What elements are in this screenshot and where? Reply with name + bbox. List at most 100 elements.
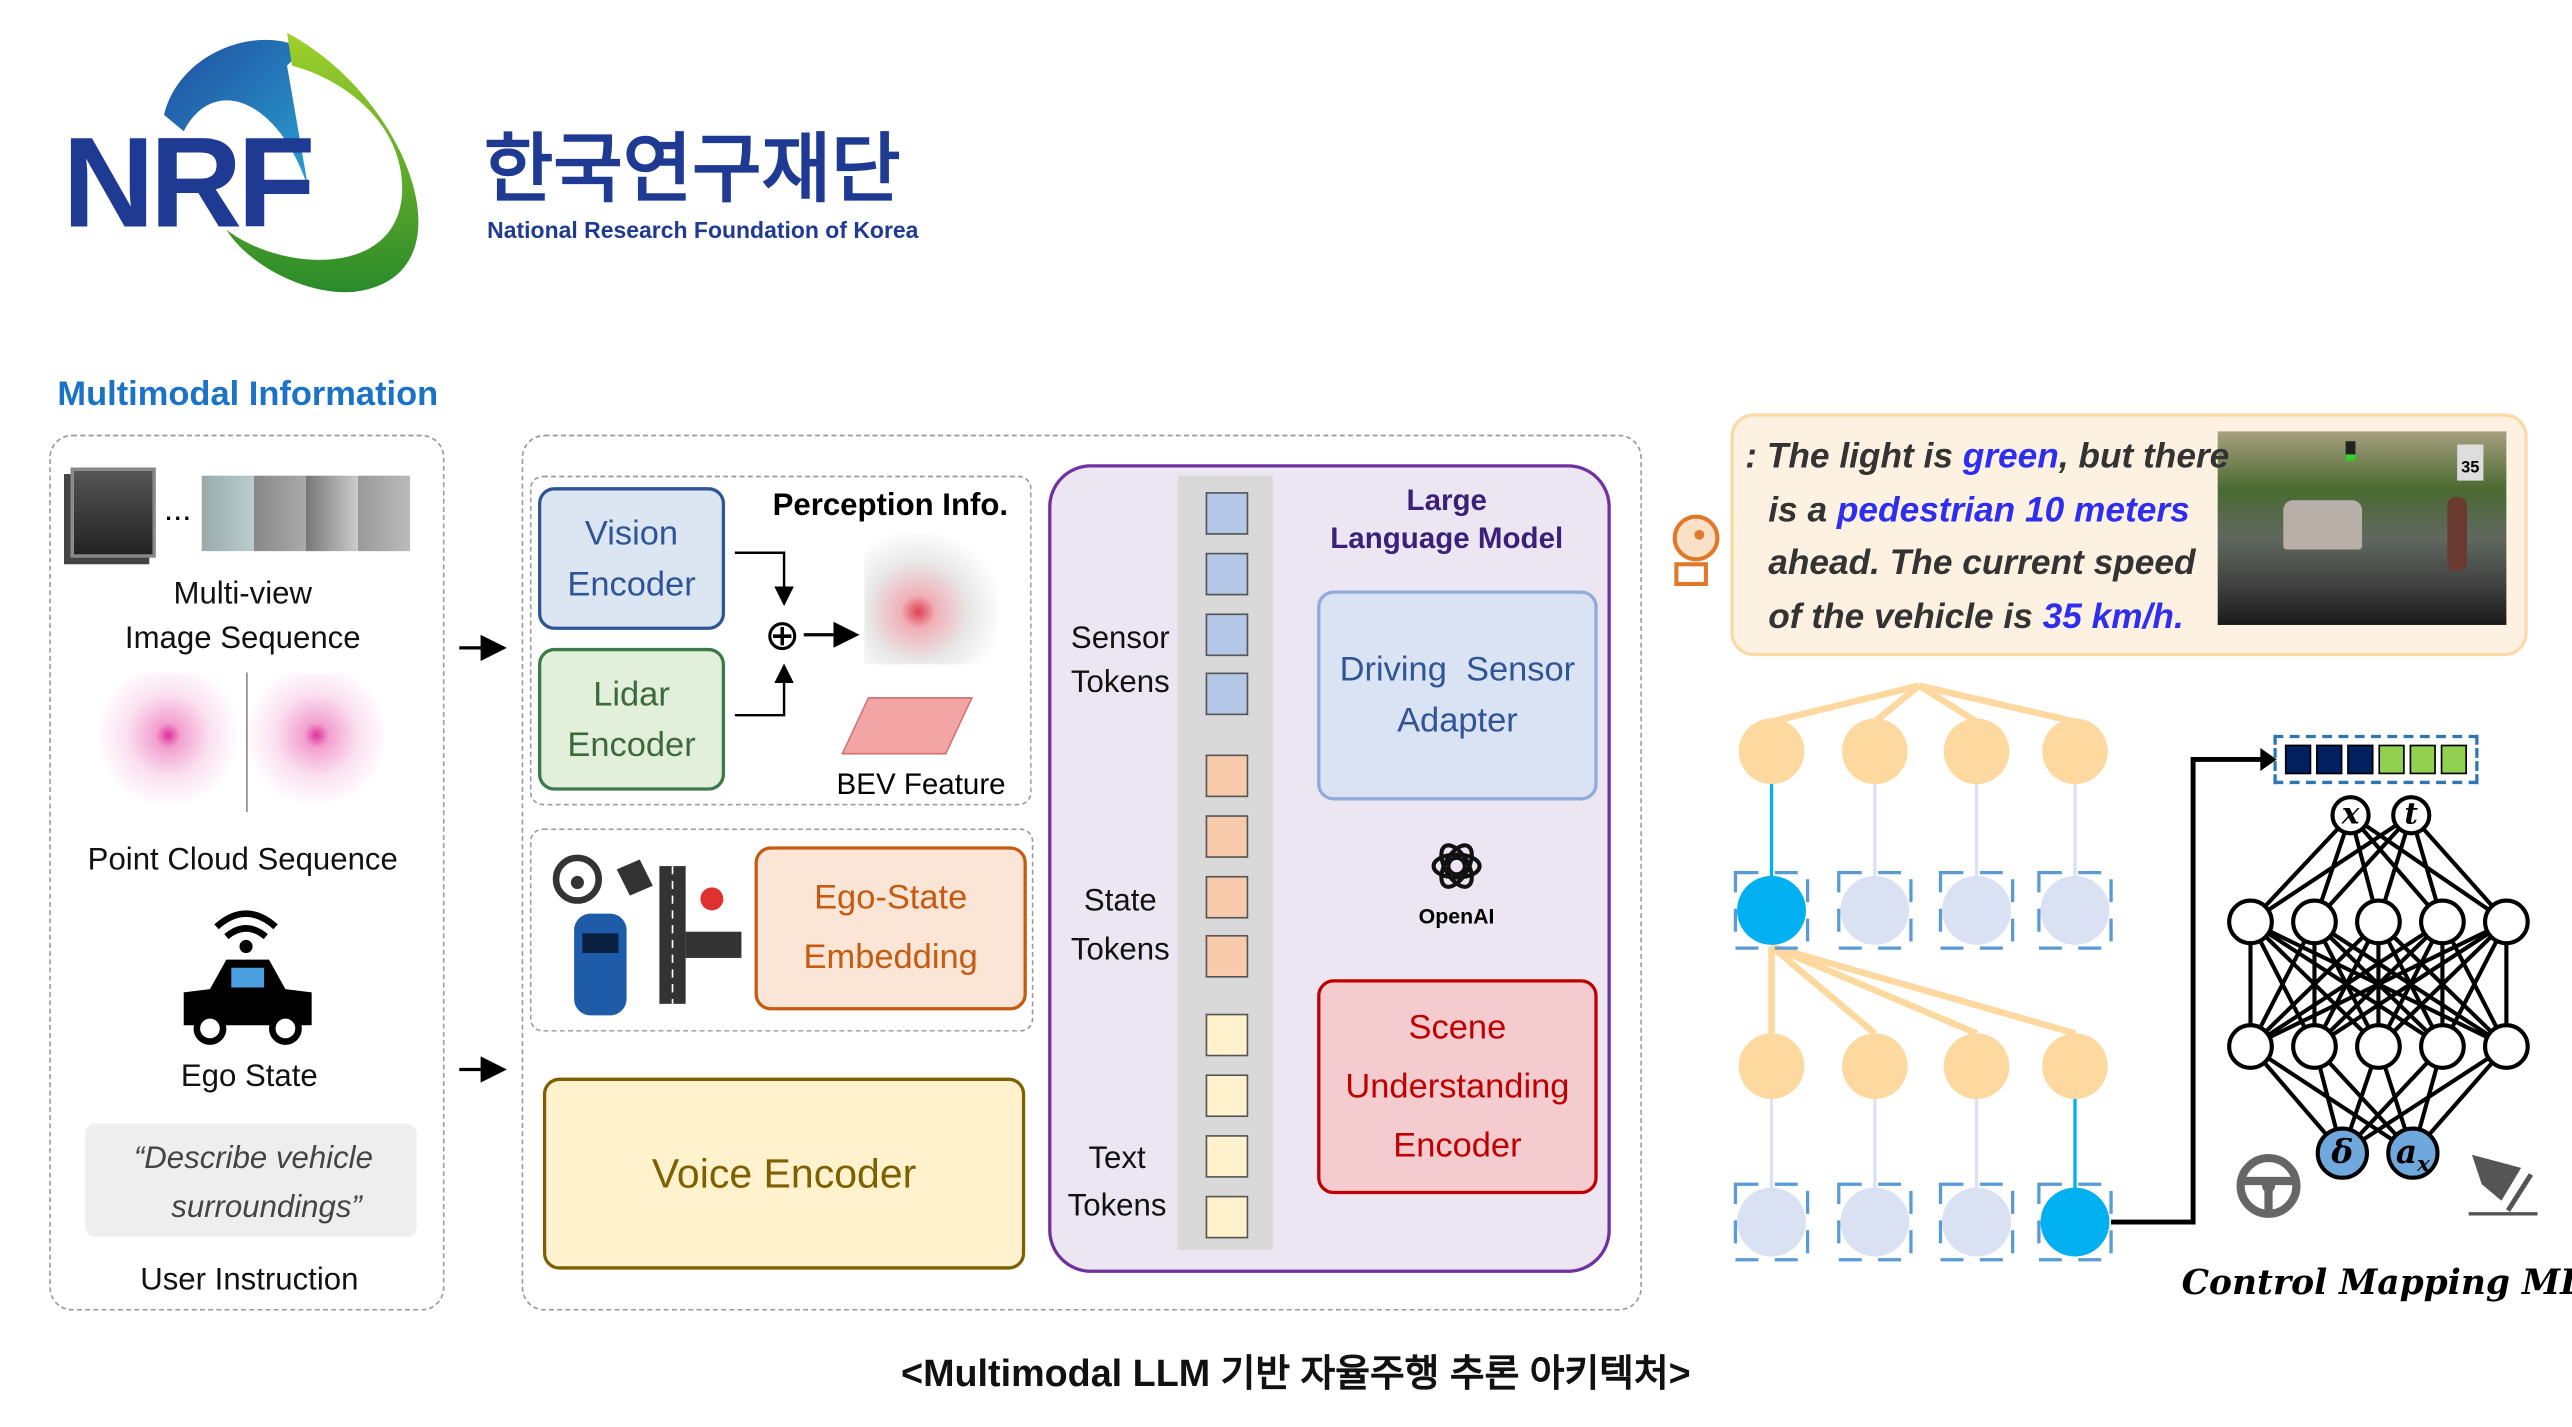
response-text-part: , but there [2058, 436, 2230, 476]
sensor-token [1205, 613, 1249, 657]
response-line: of the vehicle is 35 km/h. [1745, 590, 2221, 643]
orange-node [1842, 1033, 1908, 1100]
candidate-node [1737, 1187, 1806, 1257]
encoders-panel [521, 434, 1642, 1311]
llm-title: Language Model [1330, 521, 1564, 555]
tree-edge [1770, 682, 1920, 725]
state-token [1205, 875, 1249, 919]
tree-edge [1872, 683, 1922, 725]
highlight-pedestrian: pedestrian 10 meters [1836, 489, 2190, 529]
mlp-edge [2313, 920, 2508, 1049]
logo-english-name: National Research Foundation of Korea [487, 216, 919, 243]
dashed-node-frame [2037, 1182, 2113, 1262]
instruction-text-1: “Describe vehicle [133, 1141, 373, 1177]
mlp-edge [2249, 1044, 2415, 1155]
token-column [1177, 475, 1273, 1250]
mlp-output-node [2386, 1126, 2440, 1180]
inputs-panel [49, 434, 445, 1311]
steering-wheel-icon [552, 854, 602, 904]
connector-line [2111, 756, 2264, 1225]
mlp-hidden-node [2355, 898, 2402, 946]
candidate-node [1840, 1187, 1910, 1257]
sensor-token [1205, 552, 1249, 596]
ego-state-label: Ego State [180, 1059, 318, 1095]
speed-limit-sign: 35 [2457, 444, 2484, 481]
perception-point-cloud-image [864, 533, 999, 665]
mlp-title: Control Mapping MLP [2181, 1261, 2572, 1303]
candidate-node [2040, 875, 2110, 945]
image-label-1: Multi-view [173, 577, 313, 612]
road-map-icon [659, 866, 742, 1004]
pedal-icon [616, 859, 653, 896]
mlp-output-node [2315, 1126, 2370, 1180]
mlp-edge [2249, 920, 2444, 1049]
sensor-token [1205, 672, 1249, 716]
dashed-node-frame [1938, 1182, 2015, 1262]
lead-car [2283, 500, 2363, 550]
mlp-hidden-node [2291, 1023, 2338, 1070]
dashed-node-frame [1733, 870, 1810, 950]
text-token [1205, 1013, 1249, 1057]
mlp-edge [2249, 920, 2508, 1049]
accel-subscript: x [2417, 1153, 2430, 1178]
nrf-swoosh-logo [164, 32, 419, 293]
driving-scene-image: 35 [2217, 431, 2507, 625]
ego-group [529, 828, 1034, 1032]
lidar-encoder: Lidar Encoder [538, 647, 726, 791]
mlp-hidden-node [2483, 1023, 2530, 1070]
section-title: Multimodal Information [57, 375, 439, 414]
candidate-node [1840, 875, 1910, 945]
openai-label: OpenAI [1418, 903, 1495, 929]
ego-state-embedding: Ego-State Embedding [754, 846, 1027, 1011]
instruction-box [85, 1123, 417, 1237]
response-line: is a pedestrian 10 meters [1745, 483, 2221, 536]
arrowhead-icon [2260, 747, 2277, 771]
response-line: : The light is green, but there [1745, 430, 2229, 483]
mlp-input-node [2391, 795, 2432, 836]
robot-head-icon [1672, 514, 1720, 586]
ellipsis: ... [164, 492, 192, 529]
text-token [1205, 1135, 1249, 1178]
candidate-node [1942, 875, 2012, 945]
instruction-text-2: surroundings” [171, 1190, 362, 1226]
output-token [2284, 744, 2312, 775]
orange-node [2042, 1033, 2108, 1100]
car-top-view-icon [574, 913, 627, 1016]
mlp-hidden-node [2291, 898, 2338, 946]
perception-group [529, 475, 1032, 806]
state-token [1205, 815, 1249, 858]
logo-korean-name: 한국연구재단 [483, 126, 901, 212]
text-tokens-label: Tokens [1067, 1189, 1167, 1224]
accelerator-pedal-icon [2468, 1154, 2538, 1216]
mlp-input-node [2330, 795, 2371, 836]
state-token [1205, 934, 1249, 978]
state-token [1205, 754, 1249, 798]
mlp-hidden-node [2227, 1023, 2274, 1070]
instruction-label: User Instruction [140, 1263, 359, 1298]
connected-car-icon [183, 910, 312, 1045]
orange-node [1943, 718, 2010, 785]
pointcloud-label: Point Cloud Sequence [87, 843, 398, 878]
state-tokens-label: State [1083, 884, 1157, 919]
mlp-edge [2249, 920, 2380, 1048]
sensor-tokens-label: Sensor [1070, 621, 1170, 657]
candidate-node [1942, 1187, 2012, 1257]
mlp-edge [2248, 813, 2353, 924]
dashed-node-frame [1733, 1182, 1810, 1262]
driving-sensor-adapter: Driving Sensor Adapter [1317, 590, 1598, 801]
image-label-2: Image Sequence [124, 621, 361, 657]
tree-edge [1917, 682, 1979, 725]
response-text-part: : The light is [1745, 436, 1963, 476]
voice-encoder: Voice Encoder [542, 1077, 1026, 1270]
mlp-edge [2341, 1044, 2508, 1155]
traffic-light [2345, 441, 2356, 461]
mlp-hidden-node [2419, 898, 2466, 946]
mlp-input-t: t [2404, 797, 2419, 832]
output-token [2378, 744, 2405, 775]
orange-node [1842, 718, 1908, 785]
vision-encoder: Vision Encoder [538, 487, 726, 630]
bev-feature-label: BEV Feature [836, 767, 1006, 801]
sensor-token [1205, 492, 1249, 535]
camera-frame-stack-image [70, 467, 156, 558]
